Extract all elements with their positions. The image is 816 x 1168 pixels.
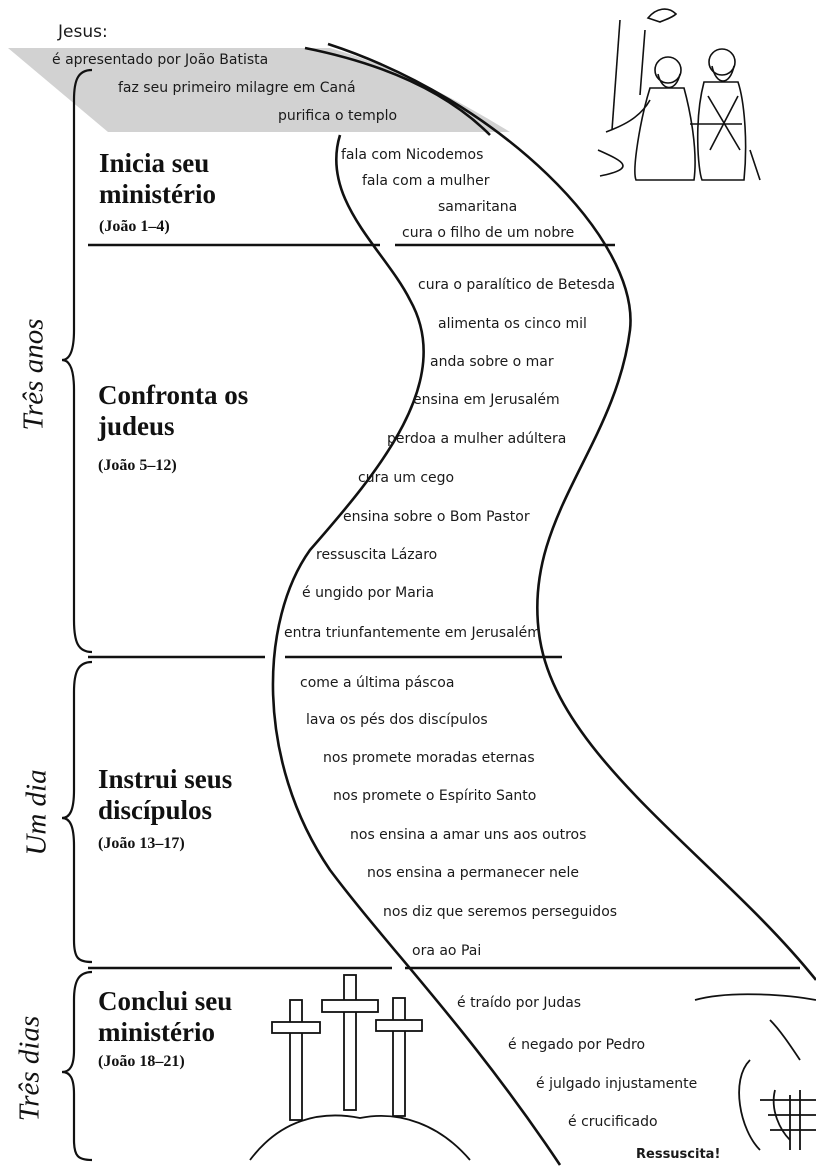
- brace-tres-anos: [61, 68, 93, 654]
- stage-title-line: discípulos: [98, 795, 213, 825]
- stage-title-line: ministério: [98, 1017, 215, 1047]
- event-label: ressuscita Lázaro: [316, 547, 438, 563]
- stage-title-line: ministério: [99, 179, 216, 209]
- event-label: nos promete moradas eternas: [323, 750, 535, 766]
- road-left-edge-2: [271, 134, 562, 1166]
- crosses-illustration: [249, 974, 471, 1161]
- baptism-illustration: [597, 8, 761, 181]
- event-label: entra triunfantemente em Jerusalém: [284, 625, 541, 641]
- span-label-um-dia: Um dia: [20, 769, 53, 856]
- intro-event: é apresentado por João Batista: [52, 52, 269, 68]
- event-label: é negado por Pedro: [508, 1037, 646, 1053]
- stage-title-line: Conclui seu: [98, 986, 233, 1016]
- span-label-tres-anos: Três anos: [17, 318, 50, 431]
- event-label: fala com a mulher: [362, 173, 490, 189]
- event-label: nos ensina a amar uns aos outros: [350, 827, 587, 843]
- event-label: nos ensina a permanecer nele: [367, 865, 580, 881]
- event-label: come a última páscoa: [300, 675, 455, 691]
- span-label-tres-dias: Três dias: [13, 1015, 46, 1122]
- stage-title-line: Confronta os: [98, 380, 249, 410]
- event-label: nos diz que seremos perseguidos: [383, 904, 618, 920]
- event-label: alimenta os cinco mil: [438, 316, 587, 332]
- stage-title-line: Inicia seu: [99, 148, 210, 178]
- final-event: Ressuscita!: [636, 1147, 721, 1162]
- event-label: nos promete o Espírito Santo: [333, 788, 537, 804]
- event-label: cura o filho de um nobre: [402, 225, 575, 241]
- intro-event: purifica o templo: [278, 108, 398, 124]
- stage-title: Confronta os judeus: [98, 380, 248, 442]
- brace-tres-dias: [61, 970, 93, 1162]
- event-label: cura o paralítico de Betesda: [418, 277, 616, 293]
- event-label: é crucificado: [568, 1114, 658, 1130]
- event-label: anda sobre o mar: [430, 354, 554, 370]
- stage-title: Conclui seu ministério: [98, 986, 232, 1048]
- event-label: samaritana: [438, 199, 518, 215]
- event-label: ensina em Jerusalém: [413, 392, 560, 408]
- stage-reference: (João 13–17): [98, 835, 185, 852]
- event-label: é traído por Judas: [457, 995, 582, 1011]
- stage-reference: (João 18–21): [98, 1053, 185, 1070]
- event-label: fala com Nicodemos: [341, 147, 484, 163]
- stage-reference: (João 5–12): [98, 457, 177, 474]
- event-label: lava os pés dos discípulos: [306, 712, 488, 728]
- stage-title-line: Instrui seus: [98, 764, 233, 794]
- event-label: ensina sobre o Bom Pastor: [343, 509, 530, 525]
- event-label: perdoa a mulher adúltera: [387, 431, 567, 447]
- event-label: cura um cego: [358, 470, 455, 486]
- stage-title: Inicia seu ministério: [99, 148, 216, 210]
- event-label: é julgado injustamente: [536, 1076, 698, 1092]
- header-title: Jesus:: [58, 22, 108, 42]
- stage-reference: (João 1–4): [99, 218, 170, 235]
- road-right-edge: [327, 42, 816, 981]
- stage-title-line: judeus: [98, 411, 175, 441]
- event-label: é ungido por Maria: [302, 585, 435, 601]
- road-left-edge: [304, 46, 491, 136]
- stage-title: Instrui seus discípulos: [98, 764, 232, 826]
- brace-um-dia: [61, 660, 93, 964]
- intro-event: faz seu primeiro milagre em Caná: [118, 80, 356, 96]
- tomb-illustration: [694, 993, 816, 1151]
- event-label: ora ao Pai: [412, 943, 482, 959]
